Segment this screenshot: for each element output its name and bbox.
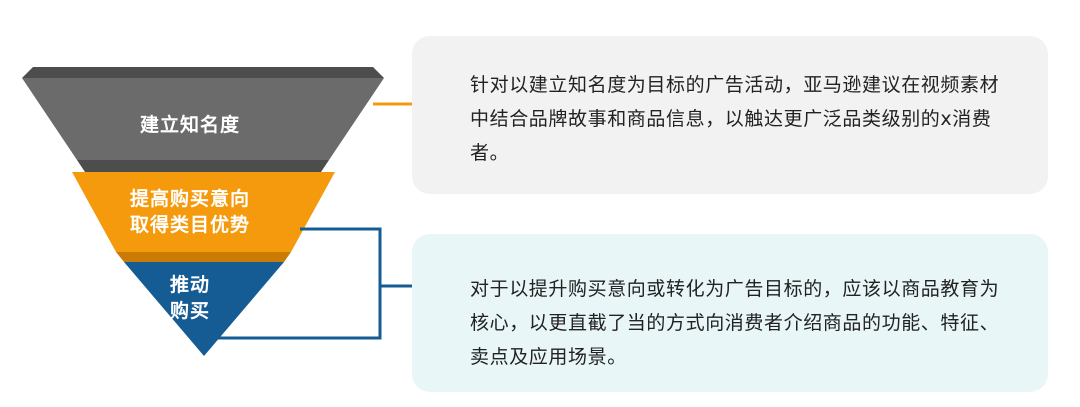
info-box-conversion: 对于以提升购买意向或转化为广告目标的，应该以商品教育为核心，以更直截了当的方式向…	[412, 234, 1048, 392]
funnel-layer-awareness-top	[22, 67, 384, 78]
funnel-layer-awareness-shadow	[77, 160, 329, 172]
funnel-label-consideration: 提高购买意向 取得类目优势	[129, 188, 250, 236]
funnel-layer-consideration	[72, 172, 335, 252]
funnel-layer-purchase	[124, 262, 284, 356]
info-text-conversion: 对于以提升购买意向或转化为广告目标的，应该以商品教育为核心，以更直截了当的方式向…	[470, 278, 1000, 368]
info-box-awareness: 针对以建立知名度为目标的广告活动，亚马逊建议在视频素材中结合品牌故事和商品信息，…	[412, 36, 1048, 194]
info-text-awareness: 针对以建立知名度为目标的广告活动，亚马逊建议在视频素材中结合品牌故事和商品信息，…	[470, 74, 1000, 164]
funnel-label-awareness: 建立知名度	[139, 114, 240, 136]
funnel-label-purchase: 推动 购买	[169, 274, 210, 322]
funnel-layer-consideration-shadow	[116, 252, 291, 262]
connector-bracket-bottom	[214, 227, 382, 340]
funnel-layer-awareness	[22, 78, 384, 160]
